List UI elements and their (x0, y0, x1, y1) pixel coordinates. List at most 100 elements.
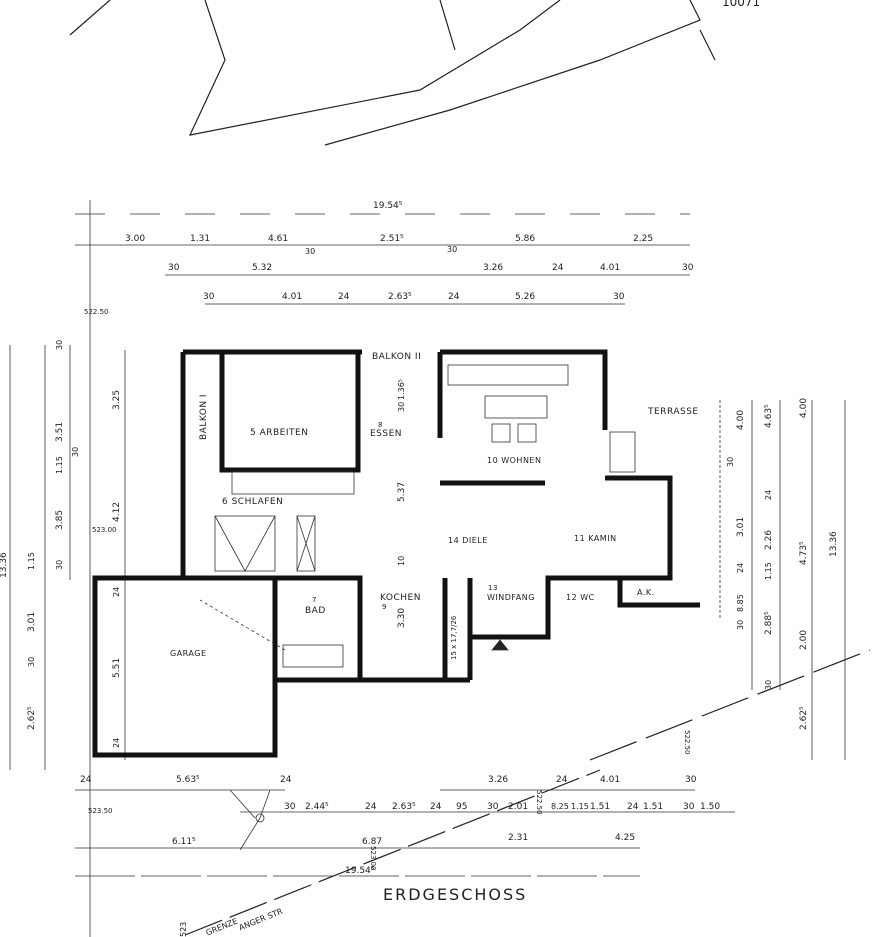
street-level: 523 (179, 921, 188, 937)
dim-top: 5.86 (515, 234, 536, 244)
room-wohnen: 10 WOHNEN (487, 456, 542, 465)
room-essen-number: 8 (378, 421, 383, 429)
dim-inner: 30 (397, 401, 406, 412)
dim-inner: 3.30 (397, 607, 407, 628)
dim-top: 30 (203, 292, 215, 302)
level-se: 522.50 (683, 730, 691, 755)
dim-bottom: 1.15 (571, 802, 589, 811)
dim-left: 3.51 (55, 421, 65, 442)
dim-bottom: 30 (284, 802, 296, 812)
dim-bottom: 2.31 (508, 833, 529, 843)
dim-bottom: 1.51 (590, 802, 611, 812)
dim-left: 30 (27, 656, 36, 667)
dim-bottom: 8.25 (551, 802, 569, 811)
room-kochen: KOCHEN (380, 593, 421, 603)
dim-inner: 10 (397, 555, 406, 566)
dim-bottom: 24 (627, 802, 639, 812)
dim-top-total: 19.54⁵ (373, 201, 403, 211)
dim-bottom: 6.87 (362, 837, 383, 847)
dim-top: 2.63⁵ (388, 292, 412, 302)
dim-right: 2.00 (799, 629, 809, 650)
dim-right: 30 (726, 456, 735, 467)
dim-bottom: 1.50 (700, 802, 721, 812)
dim-bottom-total: 19.54⁵ (345, 866, 375, 876)
room-windfang: WINDFANG (487, 593, 535, 602)
dim-top: 24 (552, 263, 564, 273)
dim-top: 30 (613, 292, 625, 302)
dim-bottom: 5.63⁵ (176, 775, 200, 785)
dim-bottom: 24 (430, 802, 442, 812)
dim-top: 30 (305, 247, 316, 256)
dim-left: 3.01 (27, 611, 37, 632)
dim-top: 30 (447, 245, 458, 254)
room-arbeiten: 5 ARBEITEN (250, 428, 309, 438)
dim-right: 30 (764, 679, 773, 690)
level-sw: 523.50 (88, 807, 113, 815)
dim-bottom: 2.44⁵ (305, 802, 329, 812)
dim-top: 2.25 (633, 234, 654, 244)
level-nw: 522.50 (84, 308, 109, 316)
dim-top: 5.32 (252, 263, 273, 273)
stair-spec: 15 x 17,7/26 (450, 615, 458, 660)
room-terrasse: TERRASSE (648, 407, 699, 417)
room-essen: ESSEN (370, 429, 403, 439)
room-balkon-2: BALKON II (372, 352, 422, 362)
room-bad: BAD (305, 606, 326, 616)
dim-left: 4.12 (112, 501, 122, 522)
dim-left: 3.25 (112, 389, 122, 410)
dim-right: 1.15 (764, 562, 773, 580)
room-abstellkammer: A.K. (637, 588, 655, 597)
dim-left: 24 (112, 586, 121, 597)
furniture (199, 364, 636, 851)
dim-bottom: 4.25 (615, 833, 636, 843)
dim-left: 3.85 (55, 509, 65, 530)
dim-top: 30 (168, 263, 180, 273)
dim-inner: 1.36⁵ (397, 378, 406, 400)
dim-bottom: 3.26 (488, 775, 509, 785)
dim-bottom: 2.01 (508, 802, 529, 812)
dim-top: 2.51⁵ (380, 234, 404, 244)
dim-top: 4.01 (600, 263, 621, 273)
dim-bottom: 4.01 (600, 775, 621, 785)
dim-left-total: 13.36 (0, 552, 9, 578)
dim-bottom: 95 (456, 802, 468, 812)
dim-right: 24 (736, 562, 745, 573)
floor-title: ERDGESCHOSS (383, 885, 528, 904)
dim-right: 24 (764, 489, 773, 500)
dim-bottom: 2.63⁵ (392, 802, 416, 812)
dim-bottom: 30 (685, 775, 697, 785)
dim-left: 24 (112, 737, 121, 748)
dim-bottom: 30 (683, 802, 695, 812)
room-wc: 12 WC (566, 593, 595, 602)
room-windfang-number: 13 (488, 584, 498, 592)
dim-top: 3.26 (483, 263, 504, 273)
dim-right: 2.62⁵ (799, 706, 809, 730)
room-balkon-1: BALKON I (199, 393, 209, 440)
dim-bottom: 24 (280, 775, 292, 785)
dim-bottom: 1.51 (643, 802, 664, 812)
sheet-number: 10071 (722, 0, 761, 9)
room-kochen-number: 9 (382, 603, 387, 611)
dim-top: 5.26 (515, 292, 536, 302)
dim-inner: 5.37 (397, 481, 407, 502)
room-garage: GARAGE (170, 649, 207, 658)
dim-right: 3.01 (736, 516, 746, 537)
dim-left: 30 (55, 559, 64, 570)
site-boundary-lines (69, 0, 871, 936)
dim-right: 2.88⁵ (764, 611, 774, 635)
dim-right: 4.63⁵ (764, 404, 774, 428)
dim-right: 30 (736, 619, 745, 630)
dim-top: 24 (448, 292, 460, 302)
dim-top: 30 (682, 263, 694, 273)
dim-left: 1.15 (27, 552, 36, 570)
walls (92, 349, 700, 758)
dimension-lines (9, 200, 846, 937)
dim-right: 4.73⁵ (799, 541, 809, 565)
dim-bottom: 24 (556, 775, 568, 785)
dim-top: 3.00 (125, 234, 146, 244)
dim-left: 30 (71, 446, 80, 457)
dim-top: 1.31 (190, 234, 211, 244)
dim-left: 1.15 (55, 456, 64, 474)
room-schlafen: 6 SCHLAFEN (222, 497, 284, 507)
dim-bottom: 6.11⁵ (172, 837, 196, 847)
